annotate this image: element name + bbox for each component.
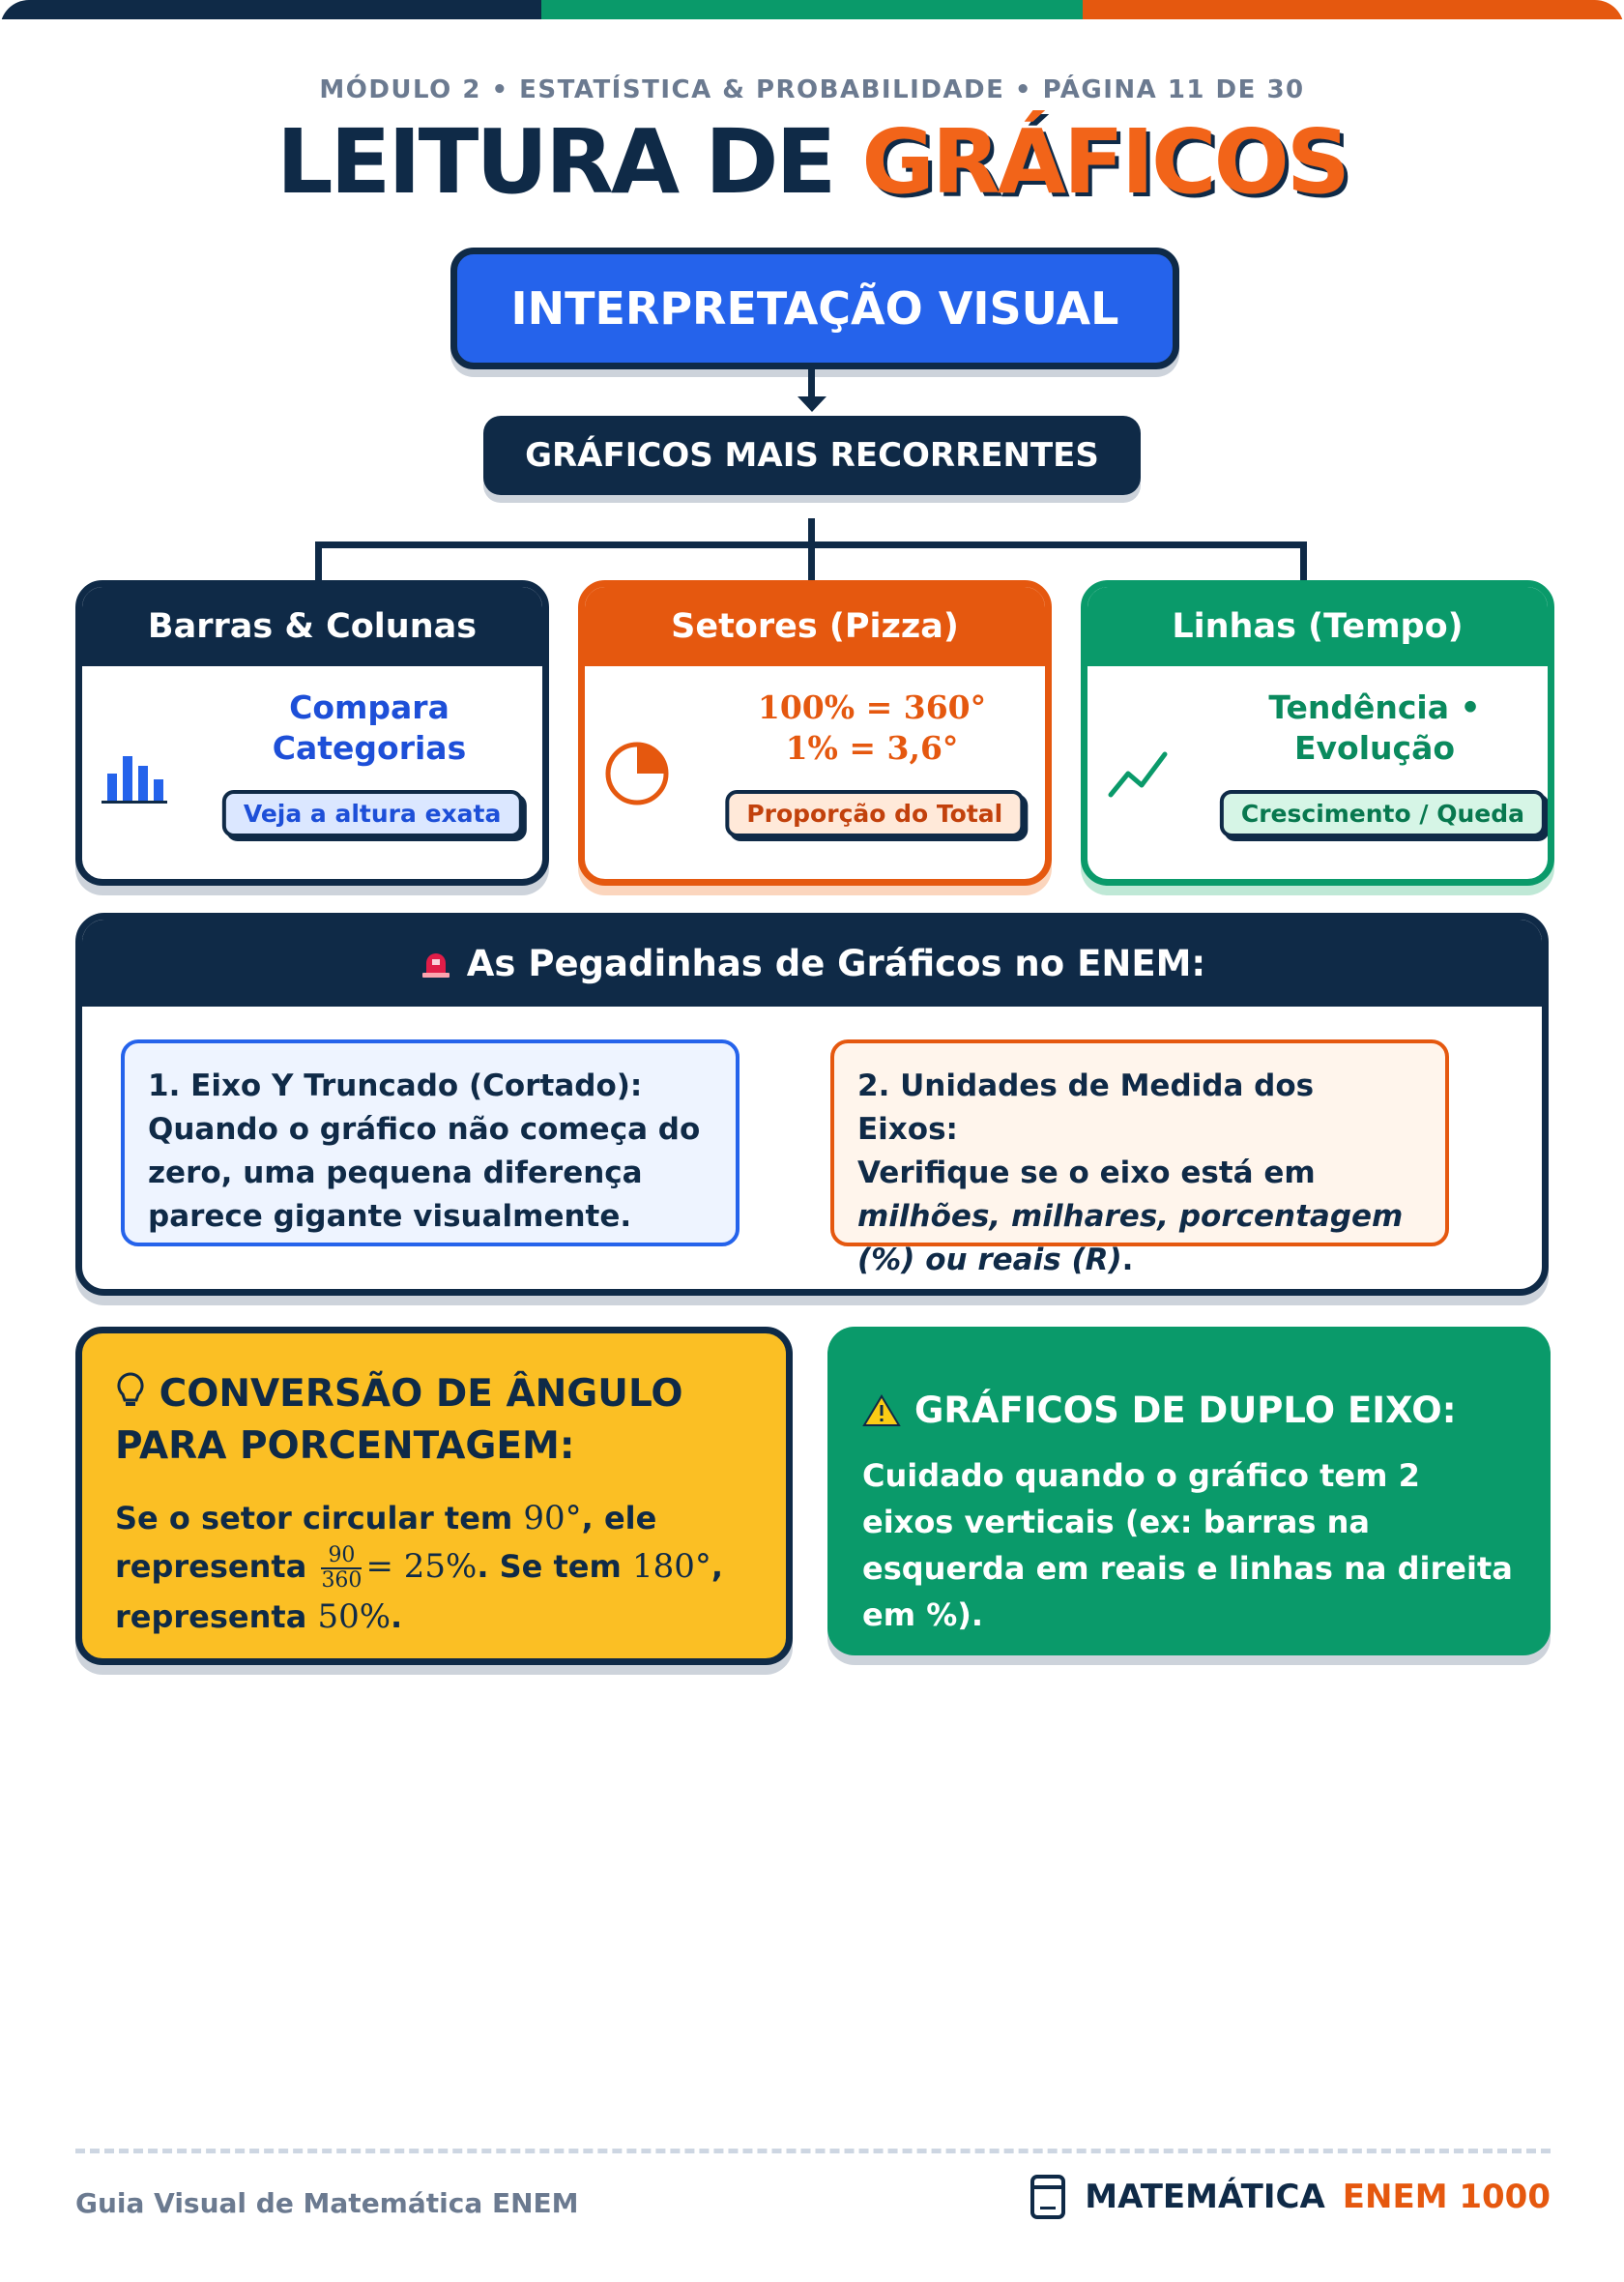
footer-divider	[75, 2149, 1551, 2153]
math-50pct: 50%	[317, 1597, 392, 1636]
math-90deg: 90°	[523, 1499, 582, 1537]
trap-item-units: 2. Unidades de Medida dos Eixos: Verifiq…	[830, 1039, 1449, 1277]
branch-stem	[808, 518, 815, 547]
card-line1: Tendência •	[1268, 688, 1481, 726]
trap-item-text-emphasis: milhões, milhares, porcentagem (%) ou re…	[857, 1199, 1404, 1277]
dual-axis-title: GRÁFICOS DE DUPLO EIXO:	[914, 1390, 1457, 1431]
conversion-text-2: , ele representa	[115, 1500, 657, 1585]
diagram-root-box: INTERPRETAÇÃO VISUAL	[450, 248, 1179, 369]
card-badge: Proporção do Total	[725, 790, 1025, 837]
card-text: 100% = 360° 1% = 3,6°	[710, 688, 1033, 769]
branch-middle	[808, 541, 815, 584]
dual-axis-title-row: GRÁFICOS DE DUPLO EIXO:	[862, 1387, 1516, 1435]
trap-item-title: 1. Eixo Y Truncado (Cortado):	[148, 1068, 643, 1103]
card-title: Barras & Colunas	[82, 587, 542, 666]
card-title: Setores (Pizza)	[585, 587, 1045, 666]
bar-chart-icon	[102, 756, 167, 804]
card-pie-chart: Setores (Pizza) 100% = 360° 1% = 3,6° Pr…	[578, 580, 1052, 886]
card-line1: 100% = 360°	[757, 688, 987, 726]
top-color-bar	[0, 0, 1624, 19]
title-highlight: GRÁFICOS	[861, 110, 1350, 214]
card-line2: Evolução	[1293, 729, 1456, 767]
card-line2: 1% = 3,6°	[785, 729, 959, 767]
trap-item-title: 2. Unidades de Medida dos Eixos:	[857, 1068, 1315, 1147]
book-icon	[1030, 2175, 1066, 2219]
fraction-numerator: 90	[321, 1544, 362, 1569]
traps-panel: As Pegadinhas de Gráficos no ENEM: 1. Ei…	[75, 913, 1549, 1296]
brand-tag: ENEM 1000	[1342, 2178, 1551, 2216]
card-text: Compara Categorias	[208, 688, 531, 769]
dual-axis-text: Cuidado quando o gráfico tem 2 eixos ver…	[862, 1457, 1513, 1633]
page-kicker: MÓDULO 2 • ESTATÍSTICA & PROBABILIDADE •…	[319, 75, 1305, 104]
arrow-head	[798, 396, 826, 412]
conversion-title-row: CONVERSÃO DE ÂNGULO PARA PORCENTAGEM:	[115, 1368, 753, 1473]
traps-header: As Pegadinhas de Gráficos no ENEM:	[82, 920, 1542, 1007]
branch-right	[1300, 541, 1307, 584]
card-line-chart: Linhas (Tempo) Tendência • Evolução Cres…	[1081, 580, 1554, 886]
diagram-sub-box: GRÁFICOS MAIS RECORRENTES	[483, 416, 1141, 495]
card-text: Tendência • Evolução	[1213, 688, 1536, 769]
pie-chart-icon	[605, 742, 669, 805]
conversion-text-1: Se o setor circular tem	[115, 1500, 524, 1536]
trend-line-icon	[1108, 751, 1168, 798]
card-bar-chart: Barras & Colunas Compara Categorias Veja…	[75, 580, 549, 886]
connector-arrow	[808, 365, 815, 401]
footer-brand: MATEMÁTICA ENEM 1000	[1029, 2174, 1551, 2220]
conversion-text-5: .	[391, 1598, 403, 1635]
lightbulb-icon	[117, 1372, 144, 1406]
trap-item-text-a: Verifique se o eixo está em	[857, 1156, 1316, 1190]
trap-item-text: Quando o gráfico não começa do zero, uma…	[148, 1112, 701, 1234]
conversion-tip-box: CONVERSÃO DE ÂNGULO PARA PORCENTAGEM: Se…	[75, 1327, 793, 1665]
card-title: Linhas (Tempo)	[1088, 587, 1548, 666]
warning-icon	[862, 1394, 901, 1426]
conversion-text-3: . Se tem	[477, 1548, 632, 1585]
footer-guide-label: Guia Visual de Matemática ENEM	[75, 2187, 579, 2219]
card-line1: Compara	[289, 688, 450, 726]
brand-name: MATEMÁTICA	[1085, 2178, 1325, 2216]
traps-title: As Pegadinhas de Gráficos no ENEM:	[466, 942, 1206, 984]
card-line2: Categorias	[272, 729, 467, 767]
math-180deg: 180°	[631, 1547, 711, 1586]
trap-item-truncated-axis: 1. Eixo Y Truncado (Cortado): Quando o g…	[121, 1039, 740, 1246]
title-part1: LEITURA DE	[276, 110, 862, 214]
siren-icon	[421, 953, 450, 978]
math-25pct: = 25%	[365, 1547, 478, 1586]
branch-left	[315, 541, 322, 584]
card-badge: Crescimento / Queda	[1219, 790, 1546, 837]
dual-axis-box: GRÁFICOS DE DUPLO EIXO: Cuidado quando o…	[827, 1327, 1551, 1655]
fraction-denominator: 360	[321, 1568, 362, 1593]
page-title: LEITURA DE GRÁFICOS	[0, 114, 1624, 211]
conversion-text: Se o setor circular tem 90°, ele represe…	[115, 1494, 753, 1641]
conversion-text-4: , representa	[115, 1548, 724, 1635]
trap-item-text-b: .	[1121, 1243, 1134, 1277]
conversion-title: CONVERSÃO DE ÂNGULO PARA PORCENTAGEM:	[115, 1372, 683, 1468]
card-badge: Veja a altura exata	[221, 790, 523, 837]
